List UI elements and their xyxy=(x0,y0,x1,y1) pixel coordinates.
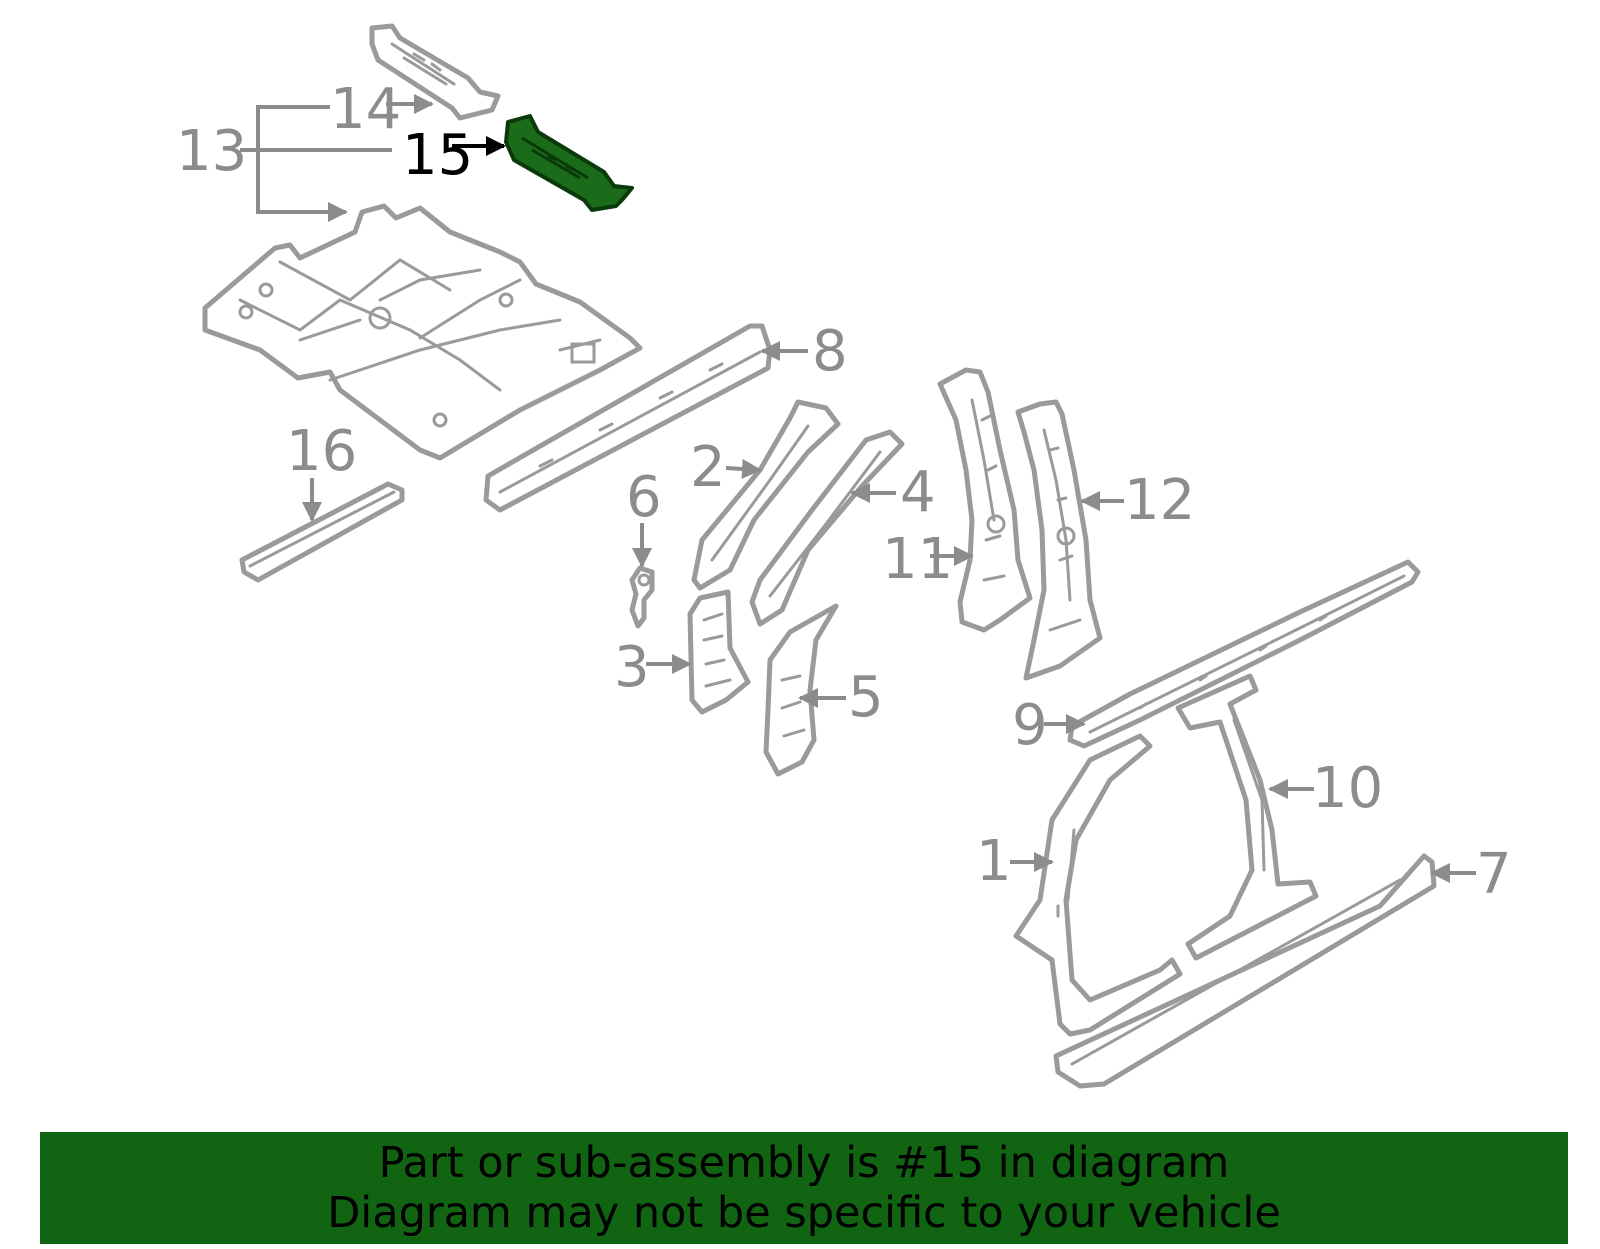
footer-line-part-info: Part or sub-assembly is #15 in diagram xyxy=(378,1138,1230,1188)
part-15-highlighted-bracket xyxy=(504,114,634,212)
part-3-pillar-lower xyxy=(687,589,751,715)
footer-line-disclaimer: Diagram may not be specific to your vehi… xyxy=(327,1188,1281,1238)
callout-16: 16 xyxy=(286,419,357,484)
footer-banner: Part or sub-assembly is #15 in diagram D… xyxy=(40,1132,1568,1244)
callout-14: 14 xyxy=(330,77,401,142)
callout-2: 2 xyxy=(690,435,726,500)
callout-15: 15 xyxy=(402,123,473,188)
part-5-reinforcement xyxy=(763,603,839,777)
part-11-b-pillar-inner xyxy=(937,367,1033,633)
callout-8: 8 xyxy=(812,319,848,384)
callout-13: 13 xyxy=(176,119,247,184)
part-16-strip xyxy=(239,481,405,583)
callout-labels: 13 14 15 16 8 2 4 6 3 5 11 12 9 10 1 7 xyxy=(176,77,1512,907)
part-12-b-pillar-outer xyxy=(1015,399,1103,681)
callout-5: 5 xyxy=(848,665,884,730)
callout-7: 7 xyxy=(1476,842,1512,907)
callout-11: 11 xyxy=(882,527,953,592)
part-7-rocker-outer xyxy=(1053,853,1437,1089)
part-10-pillar-panel xyxy=(1175,673,1319,961)
callout-10: 10 xyxy=(1312,756,1383,821)
callout-12: 12 xyxy=(1124,468,1195,533)
part-13-floor-pan xyxy=(202,203,643,461)
callout-3: 3 xyxy=(614,635,650,700)
part-2-pillar xyxy=(691,399,841,591)
part-6-clip xyxy=(629,565,655,629)
part-9-rail xyxy=(1067,559,1421,749)
callout-leaders xyxy=(240,94,1476,883)
parts-diagram: 13 14 15 16 8 2 4 6 3 5 11 12 9 10 1 7 xyxy=(176,23,1512,1089)
part-14-bracket xyxy=(369,23,501,121)
part-1-door-frame xyxy=(1013,733,1183,1037)
callout-6: 6 xyxy=(626,465,662,530)
callout-1: 1 xyxy=(976,829,1012,894)
callout-4: 4 xyxy=(900,460,936,525)
part-4-pillar xyxy=(749,429,905,627)
callout-9: 9 xyxy=(1012,693,1048,758)
